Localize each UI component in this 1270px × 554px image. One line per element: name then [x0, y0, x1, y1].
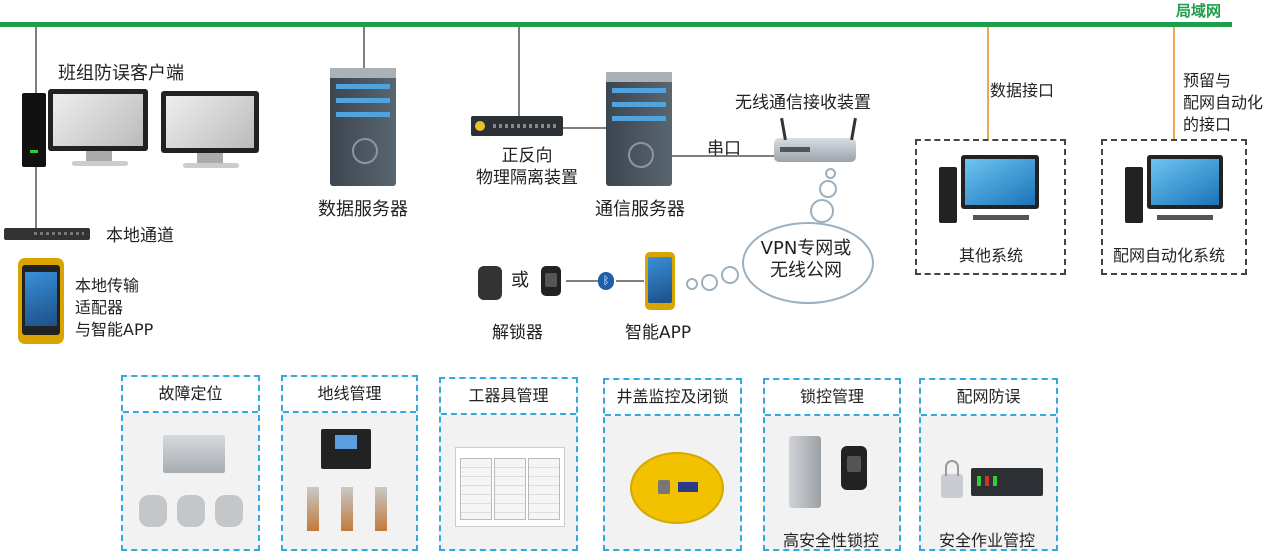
desktop-tower-icon	[939, 167, 957, 223]
wireless-receiver-icon	[774, 138, 856, 162]
module-caption: 高安全性锁控	[783, 531, 880, 550]
bluetooth-icon: ᛒ	[598, 272, 614, 290]
local-channel-switch-icon	[4, 228, 90, 240]
client-monitor-icon	[48, 89, 148, 151]
client-monitor-icon	[161, 91, 259, 153]
isolation-label: 正反向 物理隔离装置	[476, 146, 578, 188]
ground-clamp-icon	[375, 487, 387, 531]
vpn-cloud	[742, 222, 874, 304]
adapter-label: 本地传输 适配器 与智能APP	[75, 276, 154, 339]
ground-controller-icon	[321, 429, 371, 469]
module-lock-control: 锁控管理 高安全性锁控	[763, 378, 901, 551]
data-interface-label: 数据接口	[990, 81, 1055, 100]
module-title: 锁控管理	[765, 380, 899, 416]
serial-label: 串口	[707, 139, 741, 159]
adapter-phone-icon	[18, 258, 64, 344]
client-tower-icon	[22, 93, 46, 167]
reserved-interface-label: 预留与 配网自动化 的接口	[1183, 71, 1264, 134]
isolation-device-icon	[471, 116, 563, 136]
dist-auto-system-box: 配网自动化系统	[1101, 139, 1247, 275]
unlocker-watch-icon	[541, 266, 561, 296]
padlock-icon	[941, 460, 963, 498]
local-channel-label: 本地通道	[106, 226, 174, 246]
data-server-icon	[330, 68, 396, 186]
sensor-clip-icon	[215, 495, 243, 527]
lock-key-icon	[841, 446, 867, 490]
module-dist-anti-misop: 配网防误 安全作业管控	[919, 378, 1058, 551]
smart-app-label: 智能APP	[625, 323, 692, 343]
vpn-label: VPN专网或 无线公网	[760, 238, 852, 281]
unlocker-label: 解锁器	[492, 323, 543, 343]
bubble-dot	[721, 266, 739, 284]
lan-bus-line	[0, 22, 1232, 27]
bubble-dot	[819, 180, 837, 198]
data-server-label: 数据服务器	[318, 199, 408, 220]
lock-body-icon	[789, 436, 821, 508]
manhole-cover-icon	[630, 452, 724, 524]
module-title: 工器具管理	[441, 379, 576, 415]
ground-clamp-icon	[307, 487, 319, 531]
control-unit-icon	[971, 468, 1043, 496]
unlocker-key-icon	[478, 266, 502, 300]
sensor-clip-icon	[139, 495, 167, 527]
other-system-label: 其他系统	[959, 246, 1024, 265]
module-ground-wire: 地线管理	[281, 375, 418, 551]
comm-server-icon	[606, 72, 672, 186]
module-title: 配网防误	[921, 380, 1056, 416]
module-title: 地线管理	[283, 377, 416, 413]
client-label: 班组防误客户端	[58, 63, 184, 84]
other-system-box: 其他系统	[915, 139, 1066, 275]
module-title: 井盖监控及闭锁	[605, 380, 740, 416]
module-manhole-monitor: 井盖监控及闭锁	[603, 378, 742, 551]
wireless-receiver-label: 无线通信接收装置	[735, 93, 871, 113]
bubble-dot	[825, 168, 836, 179]
lan-label: 局域网	[1176, 2, 1222, 20]
bubble-dot	[810, 199, 834, 223]
module-fault-location: 故障定位	[121, 375, 260, 551]
or-label: 或	[511, 270, 529, 291]
fault-locator-device-icon	[163, 435, 225, 473]
bubble-dot	[686, 278, 698, 290]
module-title: 故障定位	[123, 377, 258, 413]
bubble-dot	[701, 274, 718, 291]
ground-clamp-icon	[341, 487, 353, 531]
comm-server-label: 通信服务器	[595, 199, 685, 220]
dist-auto-system-label: 配网自动化系统	[1113, 246, 1226, 265]
desktop-tower-icon	[1125, 167, 1143, 223]
tool-cabinet-icon	[455, 447, 565, 527]
desktop-monitor-icon	[961, 155, 1039, 209]
sensor-clip-icon	[177, 495, 205, 527]
module-caption: 安全作业管控	[939, 531, 1036, 550]
smart-app-phone-icon	[645, 252, 675, 310]
desktop-monitor-icon	[1147, 155, 1223, 209]
module-tool-management: 工器具管理	[439, 377, 578, 551]
